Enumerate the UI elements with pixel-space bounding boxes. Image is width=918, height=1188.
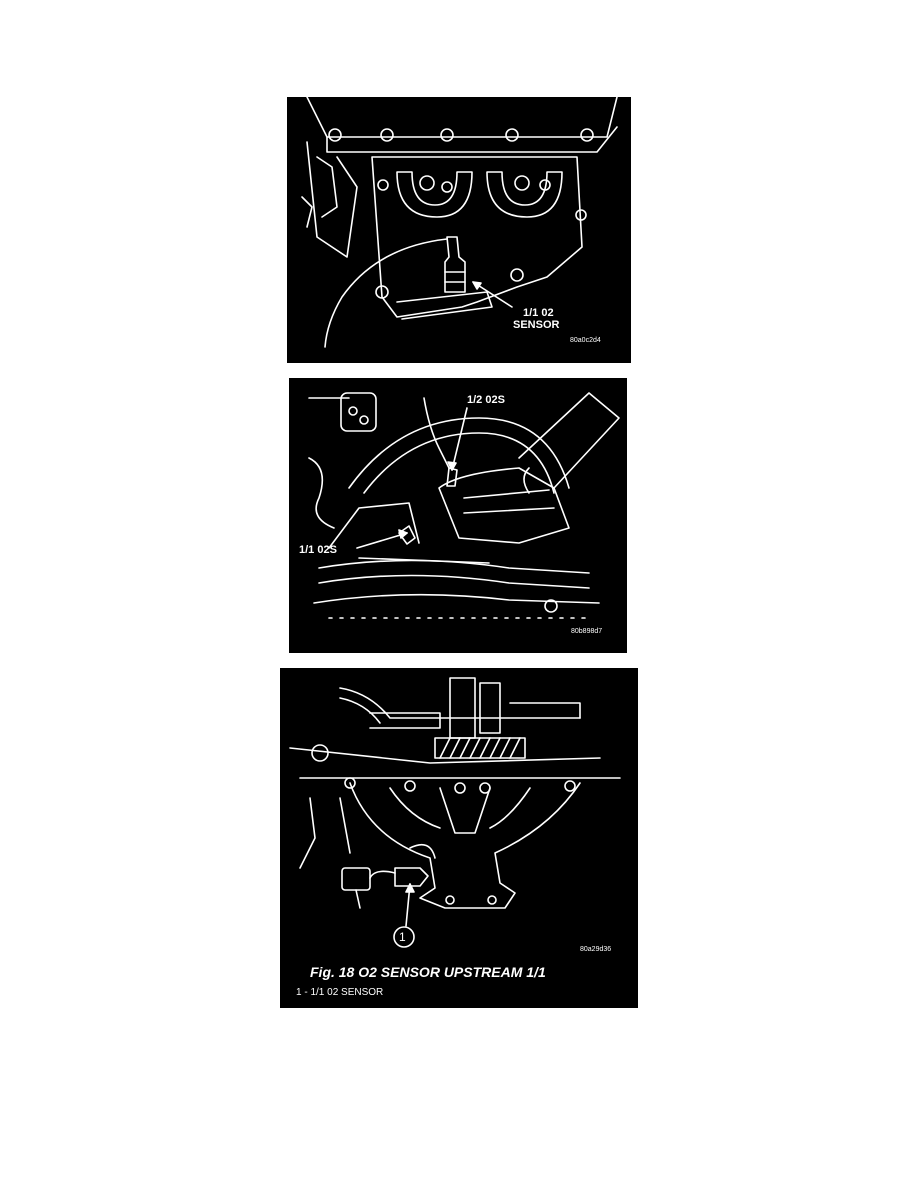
downstream-sensor-label: 1/1 02S (299, 544, 337, 556)
figure-caption: Fig. 18 O2 SENSOR UPSTREAM 1/1 (310, 964, 546, 980)
figure-2-panel: 1/2 02S 1/1 02S 80b898d7 (289, 378, 627, 653)
exhaust-manifold-illustration-1 (301, 97, 618, 348)
figure-1-code: 80a0c2d4 (570, 337, 601, 344)
figure-1-panel: 1/1 02 SENSOR 80a0c2d4 (287, 97, 631, 363)
upstream-sensor-label: 1/2 02S (467, 394, 505, 406)
figure-3-panel: 1 80a29d36 Fig. 18 O2 SENSOR UPSTREAM 1/… (280, 668, 638, 1008)
exhaust-pipe-illustration-2 (308, 392, 620, 619)
sensor-label-line-2: SENSOR (513, 319, 560, 331)
exhaust-manifold-illustration-3 (289, 677, 621, 948)
figure-2-code: 80b898d7 (571, 628, 603, 635)
sensor-label-line-1: 1/1 02 (523, 307, 554, 319)
callout-1: 1 (399, 930, 406, 944)
figure-3-code: 80a29d36 (580, 946, 612, 953)
figure-legend: 1 - 1/1 02 SENSOR (296, 987, 384, 998)
